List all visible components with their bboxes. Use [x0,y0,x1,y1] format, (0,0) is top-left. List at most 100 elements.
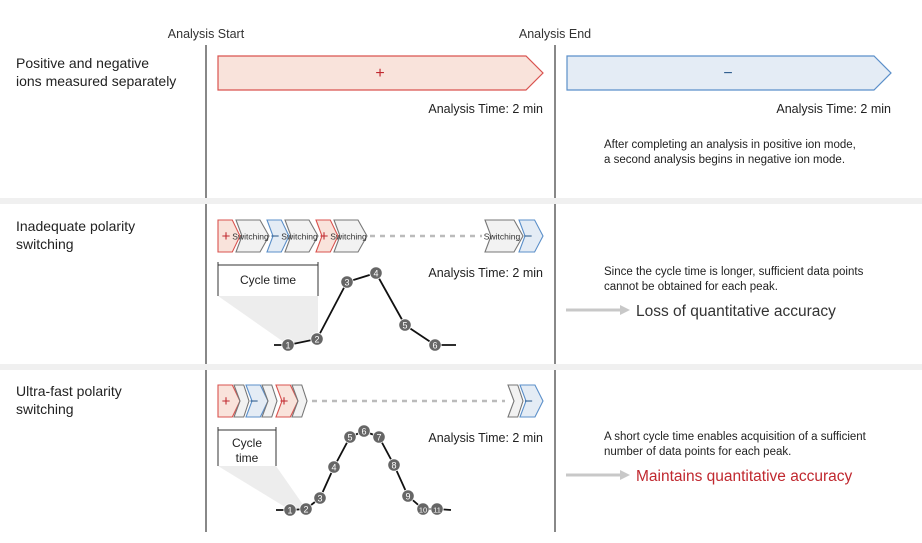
row-separators [0,198,922,370]
end-block-label-1: Switching [484,232,521,242]
row1-note-line2: a second analysis begins in negative ion… [604,154,845,166]
row2-data-point-6 [428,338,442,352]
row3-data-point-9 [401,489,415,503]
row3-title-line2: switching [16,401,74,417]
row2-result-text: Loss of quantitative accuracy [636,303,836,320]
row2-switching-block-2 [235,219,270,253]
row2-switching-block-6 [333,219,368,253]
row3-data-point-label-3: 3 [317,493,322,503]
row1-analysis-time-right: Analysis Time: 2 min [776,102,891,116]
row1-analysis-time-left: Analysis Time: 2 min [428,102,543,116]
negative-mode-sign: − [723,65,732,82]
row2-data-point-label-5: 5 [402,320,407,330]
row3-data-point-3 [313,491,327,505]
row2-data-point-label-1: 1 [285,340,290,350]
row3-data-point-label-4: 4 [331,462,336,472]
row2-note-line1: Since the cycle time is longer, sufficie… [604,266,864,278]
row2-data-point-5 [398,318,412,332]
row3-data-point-label-7: 7 [376,432,381,442]
row3-data-point-5 [343,430,357,444]
row3-data-point-7 [372,430,386,444]
row2-data-point-label-6: 6 [432,340,437,350]
analysis-end-label: Analysis End [519,27,591,41]
end-negative-block-2 [519,384,544,418]
row3-cycle-label-line1: Cycle [232,436,262,450]
row3-block-label-1: + [222,393,231,410]
negative-mode-arrow [566,55,892,91]
row3-result-text: Maintains quantitative accuracy [636,468,853,485]
row2-data-point-label-3: 3 [344,277,349,287]
row2-peak-plot: 1 2 3 4 5 6 [274,266,456,352]
row-separate-measurement: Positive and negative ions measured sepa… [16,55,892,166]
row2-data-point-1 [281,338,295,352]
row3-data-point-10 [416,502,430,516]
row2-data-point-label-2: 2 [314,334,319,344]
row1-title-line1: Positive and negative [16,55,149,71]
row3-data-point-2 [299,502,313,516]
row3-block-label-5: + [280,393,289,410]
row3-data-point-label-10: 10 [419,505,427,514]
end-switching-block-1 [484,219,524,253]
row2-switching-block-4 [284,219,319,253]
positive-mode-arrow [217,55,544,91]
row3-positive-block-5 [275,384,299,418]
row3-cycle-wedge [218,466,306,510]
row3-switching-block-6 [291,384,308,418]
row3-data-point-label-8: 8 [391,460,396,470]
row3-note-line1: A short cycle time enables acquisition o… [604,431,867,443]
row2-cycle-time-label: Cycle time [240,273,296,287]
row-ultrafast-switching: Ultra-fast polarity switching + − + − Cycle… [16,383,867,517]
row2-negative-block-3 [266,219,290,253]
end-block-label-2: − [524,228,533,245]
row2-title-line1: Inadequate polarity [16,218,135,234]
row3-data-point-11 [430,502,444,516]
row3-cycle-label-line2: time [236,451,259,465]
row2-block-label-1: + [222,228,231,245]
row3-negative-block-3 [245,384,269,418]
row3-peak-line [276,430,452,511]
row-inadequate-switching: Inadequate polarity switching +Switching… [16,218,864,352]
positive-mode-sign: + [375,65,384,82]
row3-positive-block-1 [217,384,241,418]
row2-result-arrow-head [620,305,630,315]
row3-data-point-label-5: 5 [347,432,352,442]
row2-block-label-4: Switching [281,232,318,242]
row2-data-point-4 [369,266,383,280]
row3-title-line1: Ultra-fast polarity [16,383,122,399]
row2-cycle-wedge [218,296,318,345]
row1-note-line1: After completing an analysis in positive… [604,139,856,151]
row3-data-point-label-6: 6 [361,426,366,436]
row3-data-point-label-11: 11 [433,505,441,514]
timeline-verticals [205,45,556,532]
row3-data-point-6 [357,424,371,438]
row2-data-point-3 [340,275,354,289]
row3-data-point-4 [327,460,341,474]
row3-block-label-3: − [250,393,259,410]
row2-data-point-label-4: 4 [373,268,378,278]
row3-polarity-blocks: + − + − [217,384,544,418]
end-block-label-2: − [524,393,533,410]
row2-title-line2: switching [16,236,74,252]
analysis-start-label: Analysis Start [168,27,245,41]
row3-result-arrow-head [620,470,630,480]
row2-note-line2: cannot be obtained for each peak. [604,281,778,293]
row3-switching-block-2 [233,384,250,418]
row2-block-label-2: Switching [232,232,269,242]
row3-data-point-label-9: 9 [405,491,410,501]
row3-note-line2: number of data points for each peak. [604,446,791,458]
row3-data-point-label-2: 2 [303,504,308,514]
row2-block-label-3: − [271,228,280,245]
row2-positive-block-1 [217,219,241,253]
row1-title-line2: ions measured separately [16,73,176,89]
row3-data-point-8 [387,458,401,472]
row2-block-label-6: Switching [330,232,367,242]
row3-analysis-time: Analysis Time: 2 min [428,431,543,445]
row3-switching-block-4 [261,384,278,418]
end-switching-block-1 [507,384,524,418]
end-negative-block-2 [518,219,544,253]
row2-data-point-2 [310,332,324,346]
row2-positive-block-5 [315,219,339,253]
